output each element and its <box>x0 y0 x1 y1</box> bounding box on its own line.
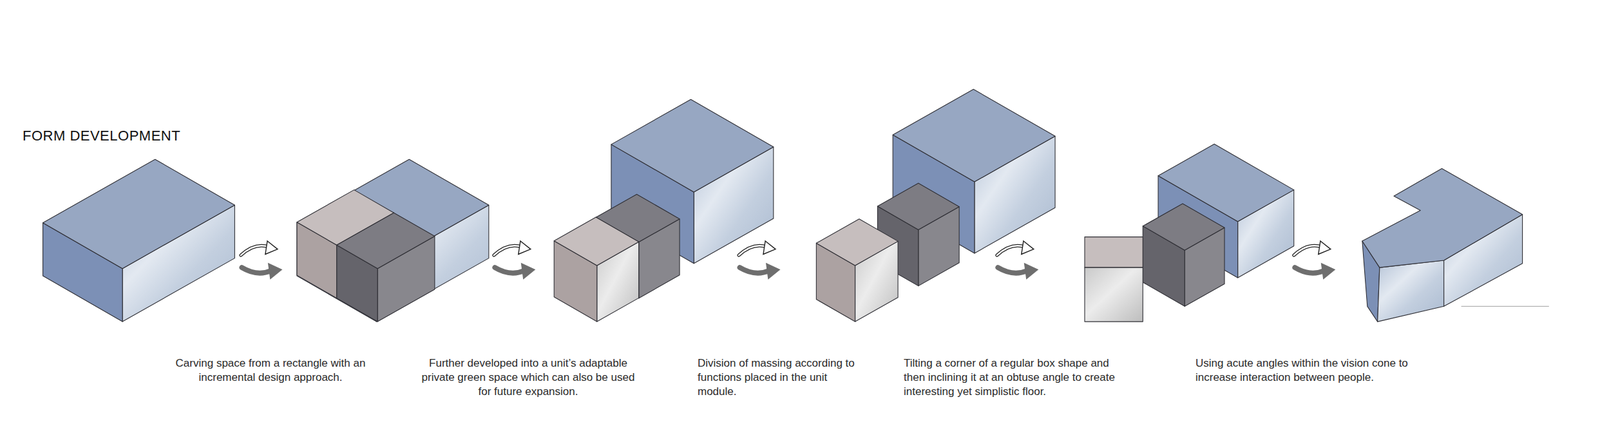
box-top-face <box>877 182 960 230</box>
rotate-arrow-grey <box>740 267 770 274</box>
step-caption: Carving space from a rectangle with an i… <box>161 356 381 385</box>
rotate-arrow-head <box>763 240 776 255</box>
rotate-arrow-grey <box>1294 267 1325 274</box>
rotate-arrow-grey-head <box>1321 263 1336 279</box>
step-caption: Using acute angles within the vision con… <box>1195 356 1447 385</box>
ground-line <box>1461 305 1550 307</box>
box-top-face <box>816 219 898 266</box>
rotate-arrow-grey <box>494 267 525 274</box>
rotate-arrow-grey-head <box>766 263 781 279</box>
final-top-face <box>1362 168 1523 268</box>
box-top-face <box>43 159 236 269</box>
flat-face-bottom <box>1084 267 1143 322</box>
box-top-face <box>336 212 435 269</box>
diagram-title: FORM DEVELOPMENT <box>22 127 181 145</box>
box-top-face <box>611 99 774 192</box>
rotate-arrow-grey <box>997 267 1028 274</box>
rotate-arrow-head <box>265 240 278 255</box>
flat-face-top <box>1084 237 1143 268</box>
rotate-arrow-grey <box>241 267 272 274</box>
rotate-arrow-grey-head <box>1024 263 1039 279</box>
rotate-arrow-head <box>1318 240 1331 255</box>
rotate-arrow-grey-head <box>521 263 536 279</box>
final-front-face <box>1377 260 1445 322</box>
rotate-arrow-grey-head <box>268 263 283 279</box>
rotate-arrow-head <box>1021 240 1034 255</box>
box-top-face <box>553 217 639 266</box>
step-caption: Division of massing according to functio… <box>697 356 862 399</box>
box-top-face <box>892 88 1056 182</box>
box-top-face <box>1142 203 1225 250</box>
rotate-arrow-head <box>518 240 531 255</box>
step-caption: Tilting a corner of a regular box shape … <box>903 356 1130 399</box>
step-caption: Further developed into a unit’s adaptabl… <box>418 356 638 399</box>
